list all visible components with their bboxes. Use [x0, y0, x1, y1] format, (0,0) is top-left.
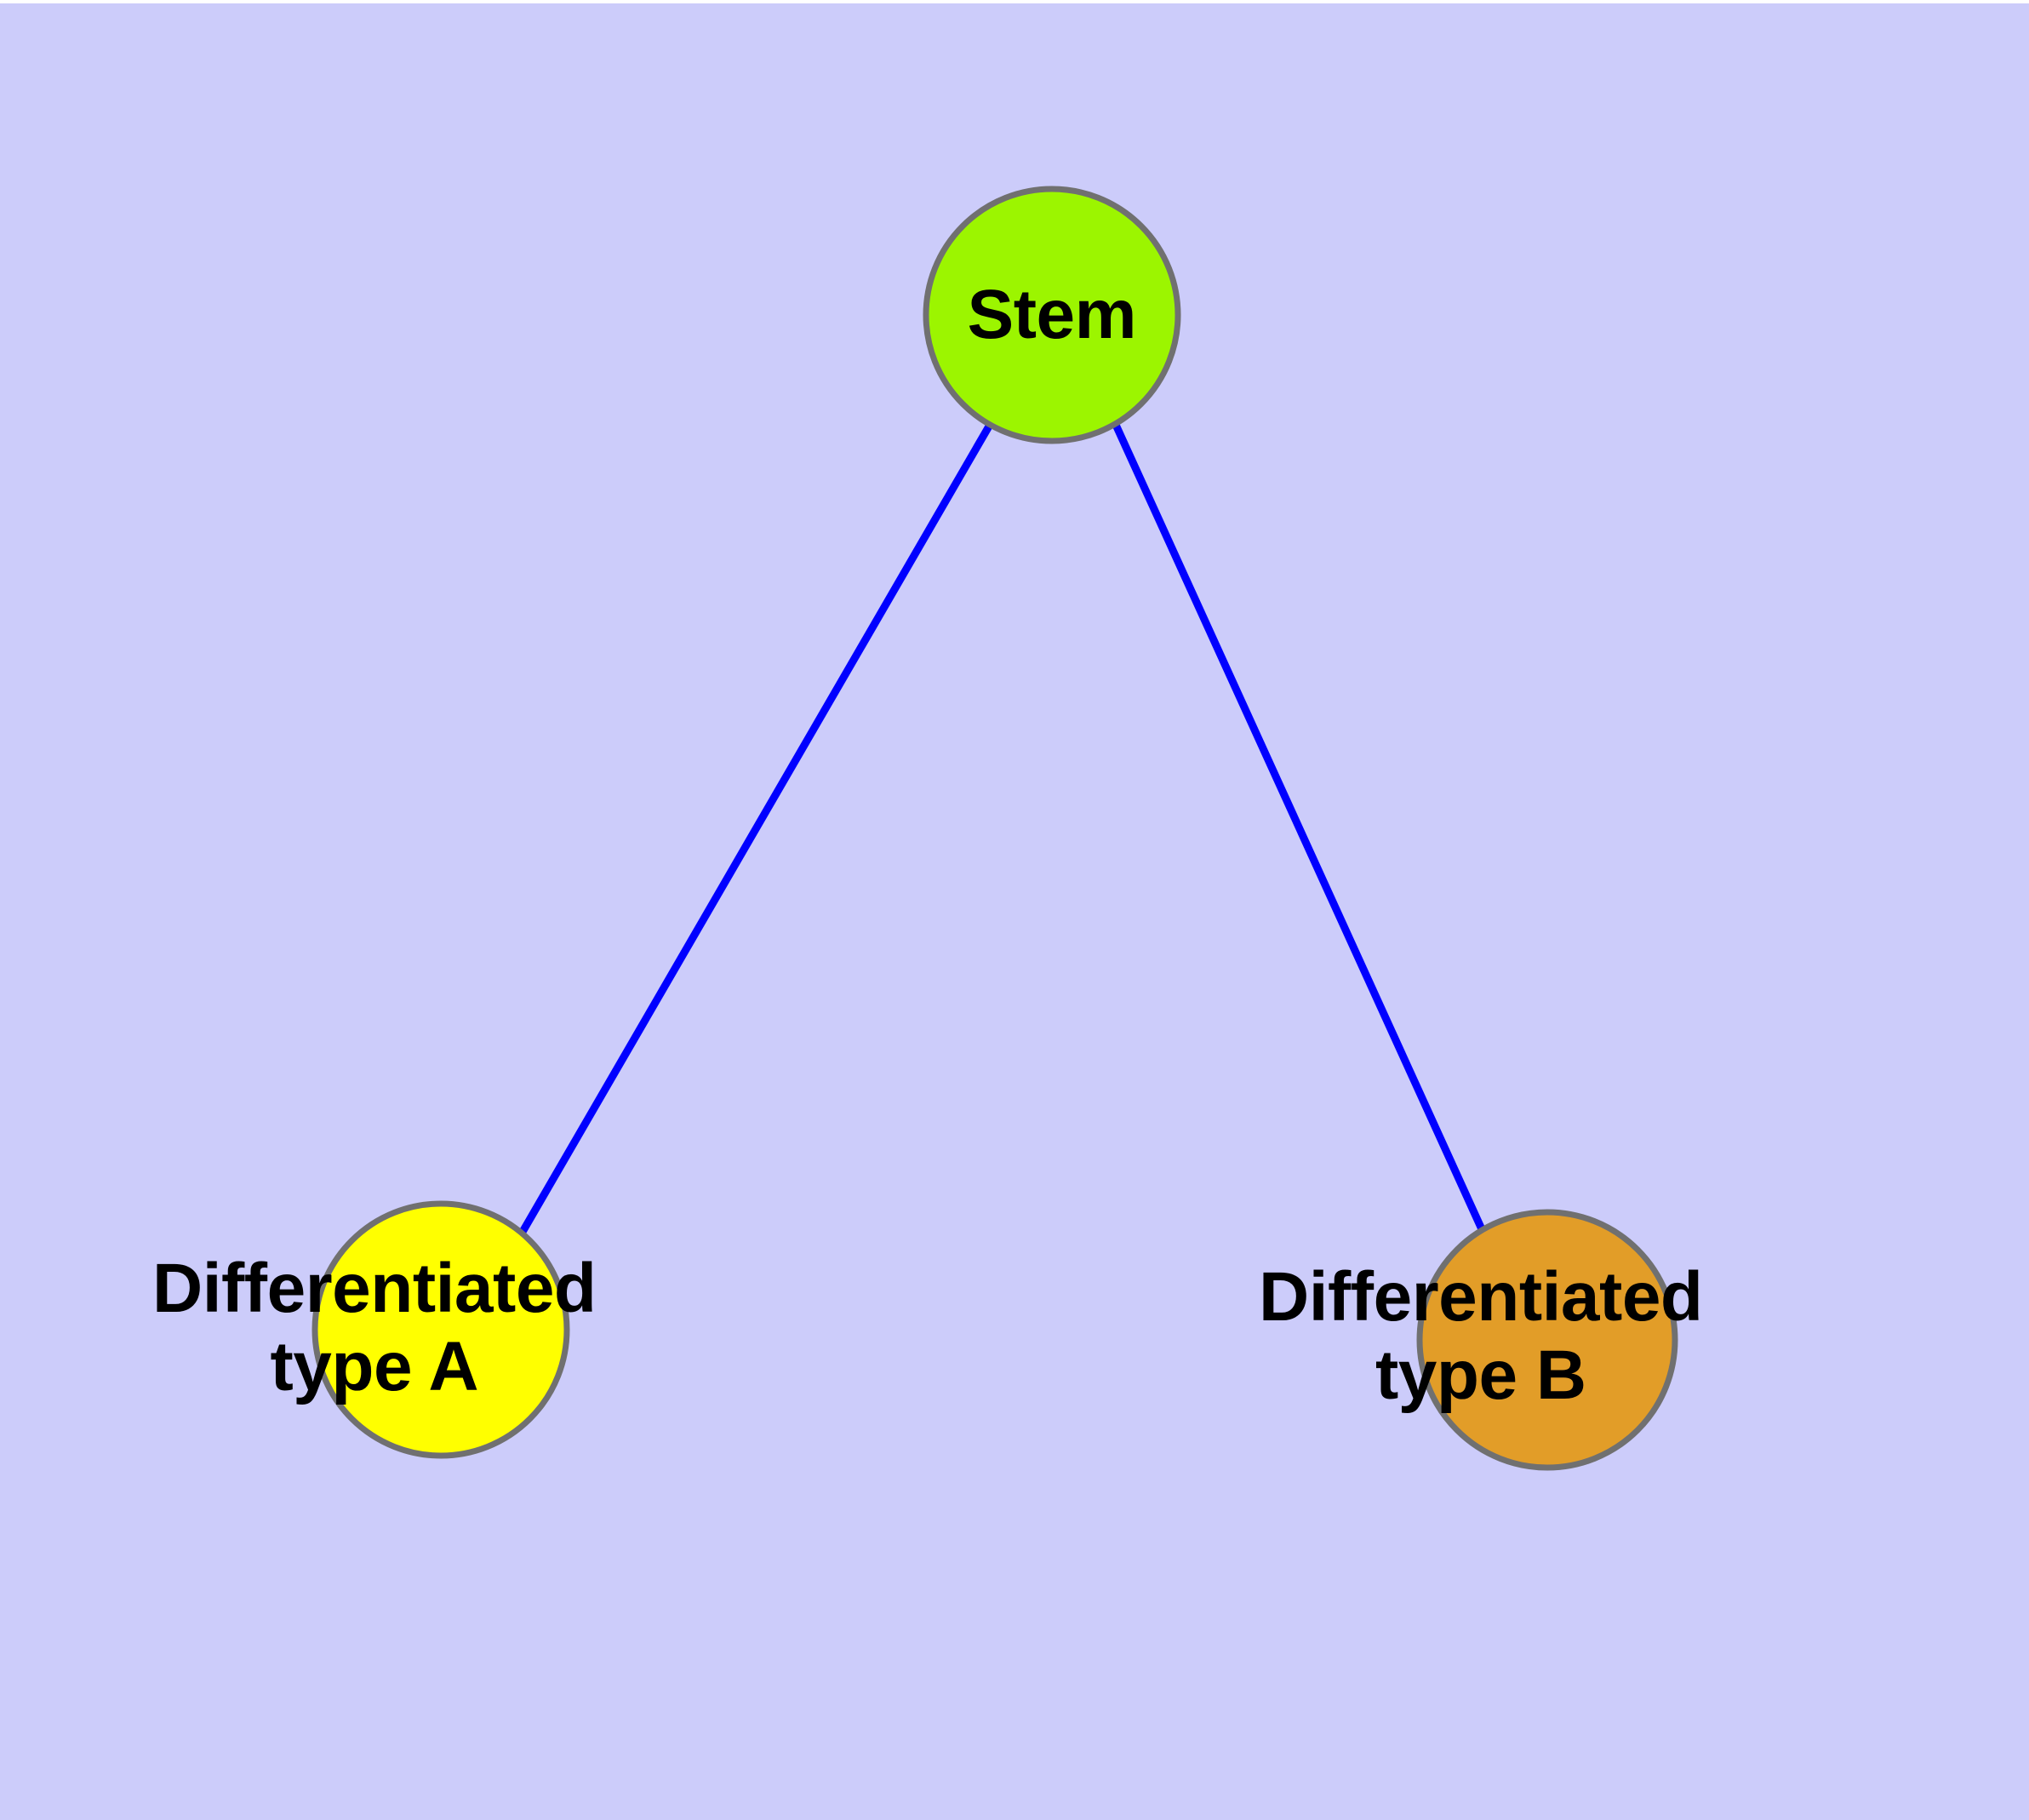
edge-stem-to-type-b[interactable] — [1112, 423, 1486, 1231]
edges-group — [519, 422, 1486, 1234]
nodes-group — [311, 186, 1678, 1471]
node-circle-diff-type-b[interactable] — [1416, 1209, 1678, 1471]
node-circle-diff-type-a[interactable] — [311, 1200, 570, 1459]
node-circle-stem[interactable] — [923, 186, 1181, 444]
edge-stem-to-type-a[interactable] — [519, 422, 993, 1234]
